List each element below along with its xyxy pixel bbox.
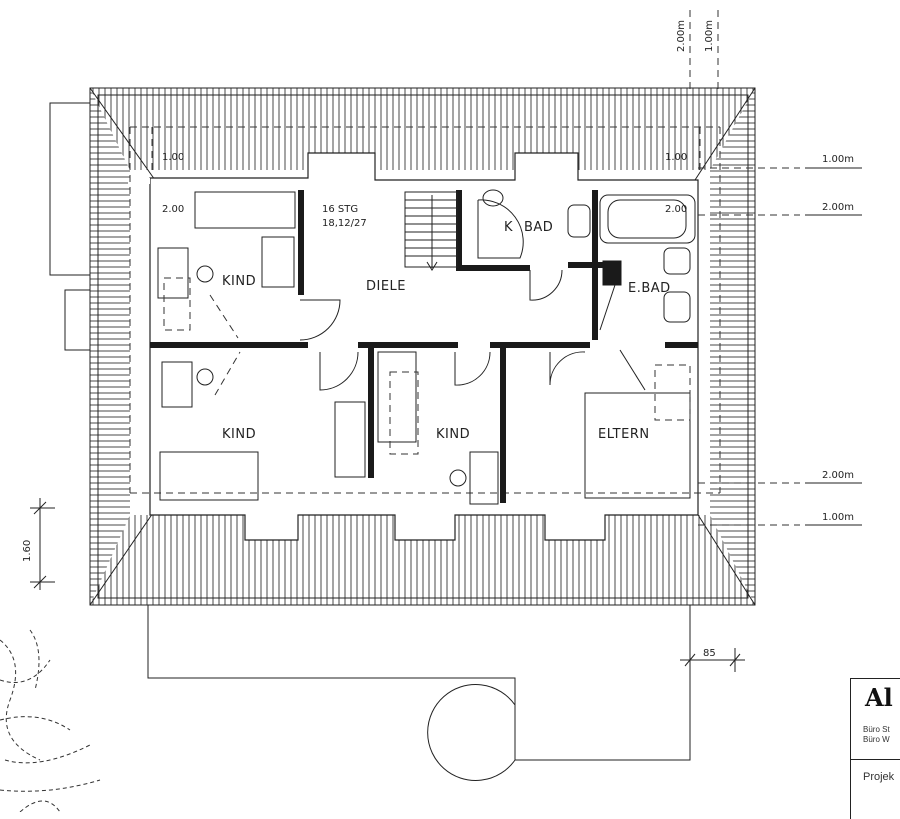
- balcony-outline: [147, 605, 691, 781]
- room-label-bad-k: K: [504, 220, 513, 235]
- door-swings: [299, 269, 616, 391]
- title-block-name: Al: [865, 683, 893, 712]
- title-block-project: Projek: [863, 771, 895, 783]
- walls: [150, 190, 698, 503]
- roof-outline: [89, 87, 756, 606]
- room-label-bad: BAD: [524, 220, 553, 235]
- dim-inner-tr-200: 2.00: [665, 204, 687, 215]
- room-label-diele: DIELE: [366, 279, 406, 294]
- side-elements: [49, 102, 91, 351]
- dimension-lines: [30, 10, 862, 672]
- staircase: [404, 191, 458, 271]
- room-label-kind-3: KIND: [436, 427, 470, 442]
- title-block-line1: Büro St: [863, 725, 890, 734]
- dim-inner-tl-100: 1.00: [162, 152, 184, 163]
- dim-right-2: 2.00m: [822, 202, 854, 213]
- dim-right-4: 1.00m: [822, 512, 854, 523]
- tree-sketch: [0, 629, 101, 812]
- furniture: [157, 189, 696, 505]
- dim-left-height: 1.60: [22, 540, 33, 562]
- dim-inner-tr-100: 1.00: [665, 152, 687, 163]
- room-label-eltern: ELTERN: [598, 427, 650, 442]
- stairs-steps: 16 STG: [322, 204, 358, 215]
- dim-right-3: 2.00m: [822, 470, 854, 481]
- dim-top-2: 1.00m: [704, 20, 715, 52]
- title-block-divider: [851, 759, 900, 760]
- room-label-kind-2: KIND: [222, 427, 256, 442]
- stairs-ratio: 18,12/27: [322, 218, 367, 229]
- dim-top-1: 2.00m: [676, 20, 687, 52]
- room-label-ebad: E.BAD: [628, 281, 671, 296]
- title-block: Al Büro St Büro W Projek: [850, 678, 900, 819]
- title-block-line2: Büro W: [863, 735, 890, 744]
- room-label-kind-1: KIND: [222, 274, 256, 289]
- dim-inner-tl-200: 2.00: [162, 204, 184, 215]
- ceiling-lines: [129, 126, 721, 494]
- dim-right-1: 1.00m: [822, 154, 854, 165]
- dim-bottom: 85: [703, 648, 716, 659]
